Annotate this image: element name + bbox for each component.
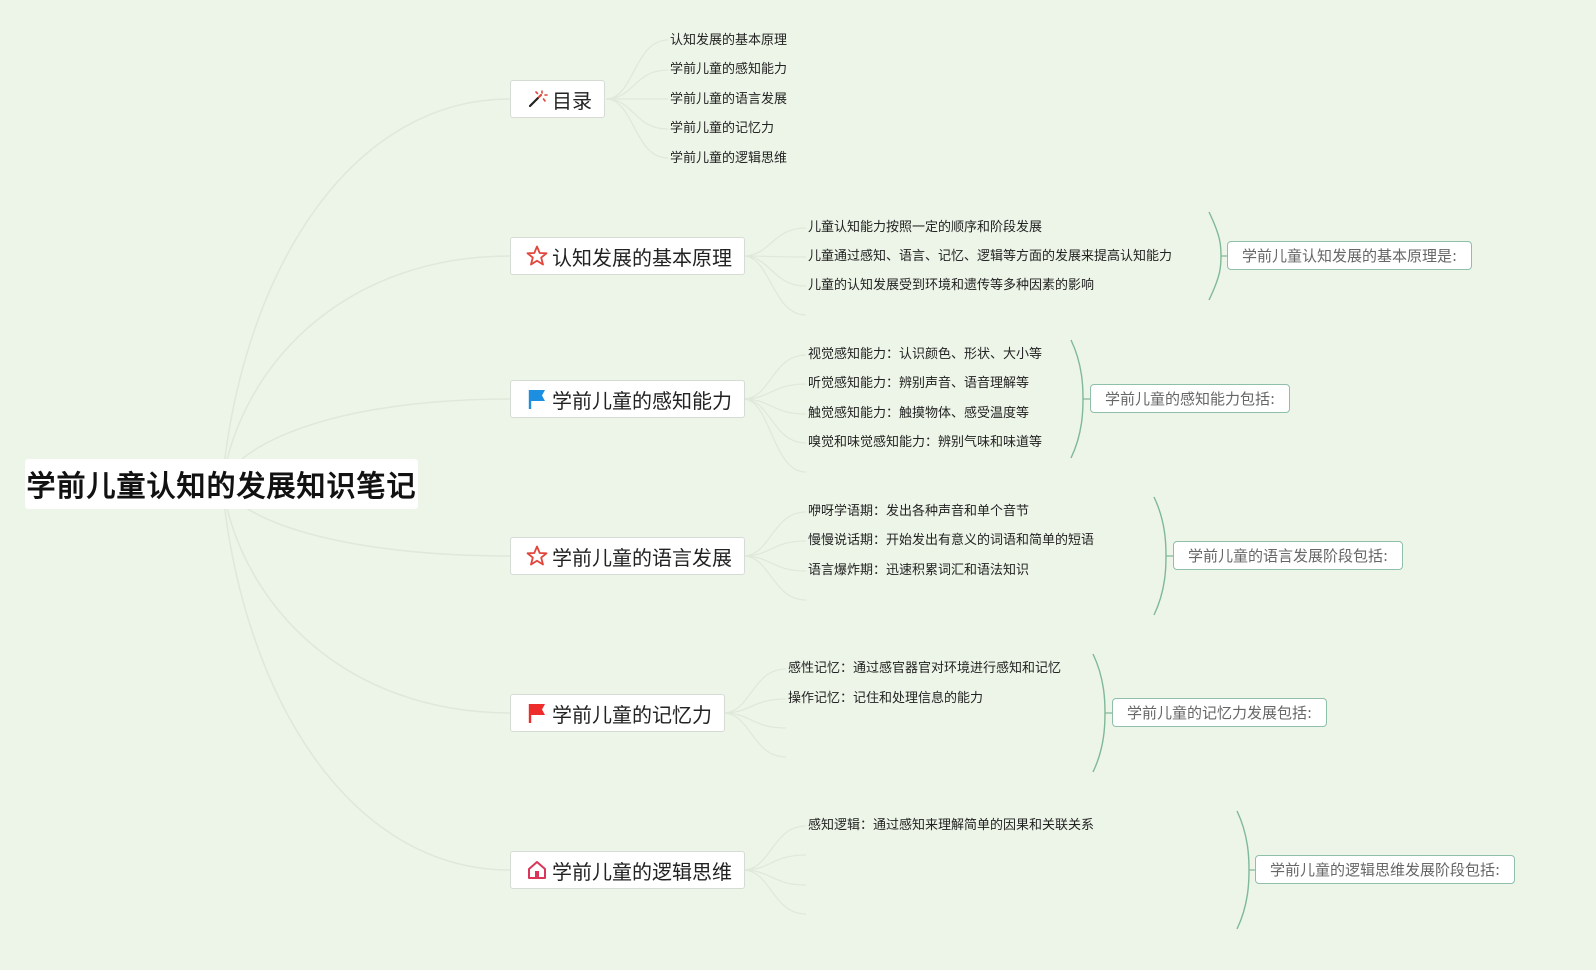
branch-leaf-link xyxy=(605,98,669,130)
root-branch-link xyxy=(221,98,511,485)
branch-leaf-link xyxy=(742,255,807,316)
wand-icon xyxy=(525,87,549,111)
branch-leaf-link xyxy=(742,540,807,557)
list-item[interactable]: 儿童通过感知、语言、记忆、逻辑等方面的发展来提高认知能力 xyxy=(808,249,1173,264)
branch-leaf-link xyxy=(742,383,807,400)
list-item[interactable]: 学前儿童的感知能力 xyxy=(670,62,788,77)
root-branch-link xyxy=(221,483,511,714)
list-item[interactable]: 儿童的认知发展受到环境和遗传等多种因素的影响 xyxy=(808,278,1095,293)
list-item[interactable]: 认知发展的基本原理 xyxy=(670,33,788,48)
list-item[interactable]: 听觉感知能力：辨别声音、语音理解等 xyxy=(808,376,1030,391)
branch-leaf-link xyxy=(742,825,807,871)
blue-flag-icon xyxy=(525,387,549,411)
root-topic[interactable]: 学前儿童认知的发展知识笔记 xyxy=(25,459,418,509)
branch-leaf-link xyxy=(742,227,807,257)
summary-label[interactable]: 学前儿童的记忆力发展包括: xyxy=(1112,698,1328,727)
branch-leaf-link xyxy=(742,354,807,400)
branch-leaf-link xyxy=(605,39,669,100)
summary-bracket xyxy=(1092,653,1106,773)
branch-label: 目录 xyxy=(552,88,592,113)
branch-leaf-link xyxy=(722,668,787,714)
list-item[interactable]: 感知逻辑：通过感知来理解简单的因果和关联关系 xyxy=(808,818,1095,833)
branch-label: 学前儿童的逻辑思维 xyxy=(552,859,732,884)
red-flag-icon xyxy=(525,701,549,725)
branch-leaf-link xyxy=(742,869,807,915)
summary-label[interactable]: 学前儿童的感知能力包括: xyxy=(1090,384,1291,413)
branch-language[interactable]: 学前儿童的语言发展 xyxy=(510,537,745,575)
branch-leaf-link xyxy=(742,255,807,287)
star-icon xyxy=(525,544,549,568)
list-item[interactable]: 嗅觉和味觉感知能力：辨别气味和味道等 xyxy=(808,435,1043,450)
branch-label: 学前儿童的语言发展 xyxy=(552,545,732,570)
list-item[interactable]: 咿呀学语期：发出各种声音和单个音节 xyxy=(808,504,1030,519)
branch-leaf-link xyxy=(605,69,669,100)
branch-leaf-link xyxy=(722,712,787,758)
branch-leaf-link xyxy=(722,698,787,714)
list-item[interactable]: 语言爆炸期：迅速积累词汇和语法知识 xyxy=(808,563,1030,578)
summary-label[interactable]: 学前儿童的逻辑思维发展阶段包括: xyxy=(1255,855,1516,884)
root-branch-link xyxy=(221,255,511,485)
branch-memory[interactable]: 学前儿童的记忆力 xyxy=(510,694,725,732)
summary-bracket xyxy=(1236,810,1250,930)
home-icon xyxy=(525,858,549,882)
list-item[interactable]: 感性记忆：通过感官器官对环境进行感知和记忆 xyxy=(788,661,1062,676)
summary-bracket xyxy=(1070,339,1084,459)
root-title: 学前儿童认知的发展知识笔记 xyxy=(26,469,417,503)
branch-label: 学前儿童的记忆力 xyxy=(552,702,712,727)
summary-bracket xyxy=(1208,211,1222,301)
branch-leaf-link xyxy=(742,398,807,444)
list-item[interactable]: 触觉感知能力：触摸物体、感受温度等 xyxy=(808,406,1030,421)
star-icon xyxy=(525,244,549,268)
summary-bracket xyxy=(1153,496,1167,616)
list-item[interactable]: 操作记忆：记住和处理信息的能力 xyxy=(788,691,984,706)
list-item[interactable]: 学前儿童的记忆力 xyxy=(670,121,775,136)
branch-leaf-link xyxy=(605,98,669,159)
branch-principles[interactable]: 认知发展的基本原理 xyxy=(510,237,745,275)
branch-label: 认知发展的基本原理 xyxy=(552,245,732,270)
list-item[interactable]: 视觉感知能力：认识颜色、形状、大小等 xyxy=(808,347,1043,362)
root-branch-link xyxy=(221,483,511,871)
list-item[interactable]: 儿童认知能力按照一定的顺序和阶段发展 xyxy=(808,220,1043,235)
branch-perception[interactable]: 学前儿童的感知能力 xyxy=(510,380,745,418)
list-item[interactable]: 学前儿童的语言发展 xyxy=(670,92,788,107)
branch-logic[interactable]: 学前儿童的逻辑思维 xyxy=(510,851,745,889)
summary-label[interactable]: 学前儿童的语言发展阶段包括: xyxy=(1173,541,1404,570)
branch-label: 学前儿童的感知能力 xyxy=(552,388,732,413)
branch-leaf-link xyxy=(742,854,807,871)
summary-label[interactable]: 学前儿童认知发展的基本原理是: xyxy=(1227,241,1473,270)
branch-leaf-link xyxy=(742,555,807,601)
branch-leaf-link xyxy=(742,398,807,473)
list-item[interactable]: 慢慢说话期：开始发出有意义的词语和简单的短语 xyxy=(808,533,1095,548)
list-item[interactable]: 学前儿童的逻辑思维 xyxy=(670,151,788,166)
branch-toc[interactable]: 目录 xyxy=(510,80,605,118)
branch-leaf-link xyxy=(742,511,807,557)
